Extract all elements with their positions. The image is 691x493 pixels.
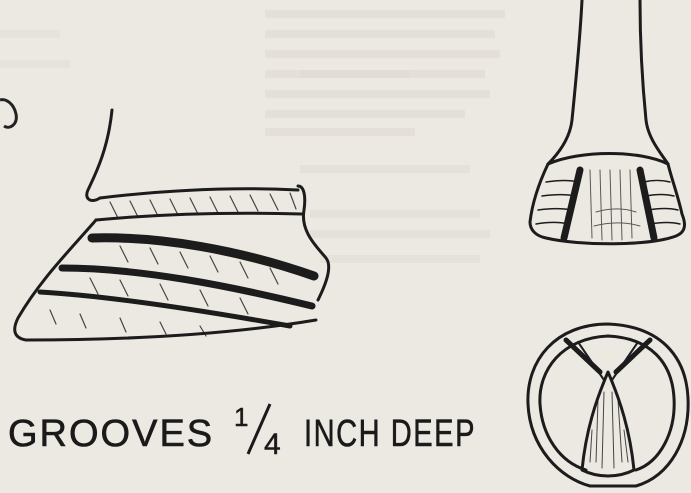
hoof-sole-view [528,324,688,486]
caption: GROOVES 1 4 INCH DEEP [8,396,478,466]
caption-fraction-denominator: 4 [264,428,281,461]
bleed-through-texture [0,10,505,263]
hoof-side-view [15,110,329,340]
stray-mark-icon [0,100,16,128]
hoof-front-view [530,0,684,244]
caption-grooves: GROOVES [8,413,214,455]
caption-fraction-numerator: 1 [234,402,248,432]
caption-inch-deep: INCH DEEP [304,413,476,455]
